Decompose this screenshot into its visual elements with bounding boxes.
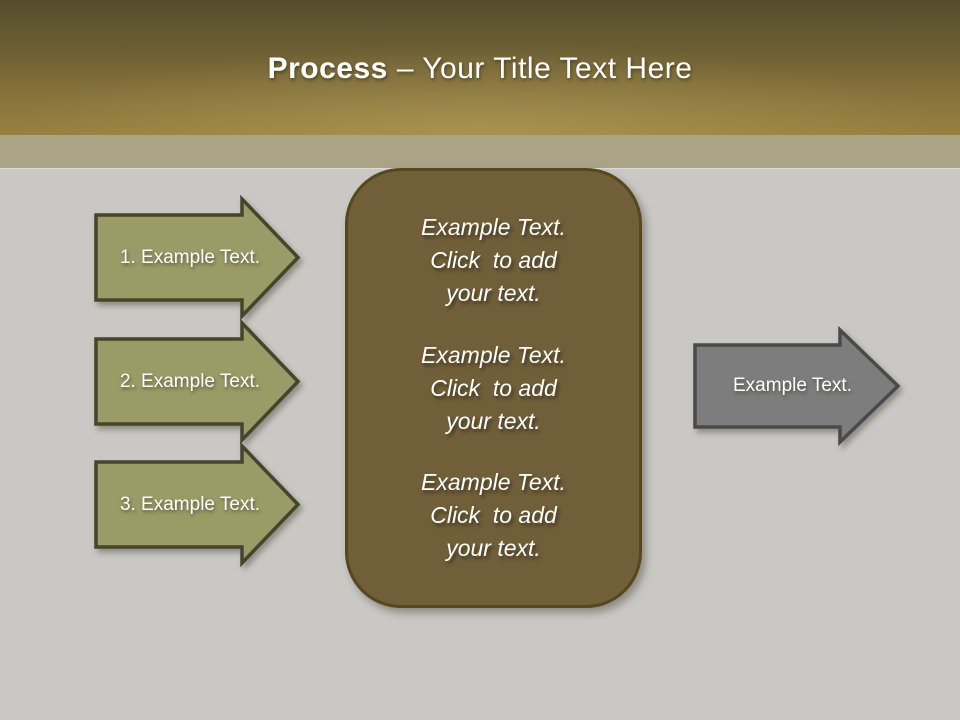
process-step-2-label: 2. Example Text. [119,370,261,392]
right-arrow-shape-icon [94,441,301,568]
right-arrow-shape-icon [94,318,301,445]
header-bar [0,0,960,135]
slide-title-rest: – Your Title Text Here [396,52,693,85]
process-step-arrow-2[interactable]: 2. Example Text. [94,318,301,445]
placeholder-text-block-2[interactable]: Example Text. Click to add your text. [421,341,566,434]
process-step-3-label: 3. Example Text. [119,493,261,515]
process-step-1-label: 1. Example Text. [119,246,261,268]
process-step-arrow-1[interactable]: 1. Example Text. [94,194,301,321]
right-arrow-shape-icon [693,325,901,447]
placeholder-text-block-1[interactable]: Example Text. Click to add your text. [421,214,566,307]
process-step-arrow-3[interactable]: 3. Example Text. [94,441,301,568]
result-arrow-label: Example Text. [733,375,852,396]
right-arrow-shape-icon [94,194,301,321]
center-text-box[interactable]: Example Text. Click to add your text. Ex… [345,168,642,608]
placeholder-text-block-3[interactable]: Example Text. Click to add your text. [421,468,566,561]
result-arrow[interactable]: Example Text. [693,325,901,447]
header-accent-band [0,135,960,168]
slide-title-emphasis: Process [267,52,388,85]
slide-title: Process– Your Title Text Here [0,52,960,86]
